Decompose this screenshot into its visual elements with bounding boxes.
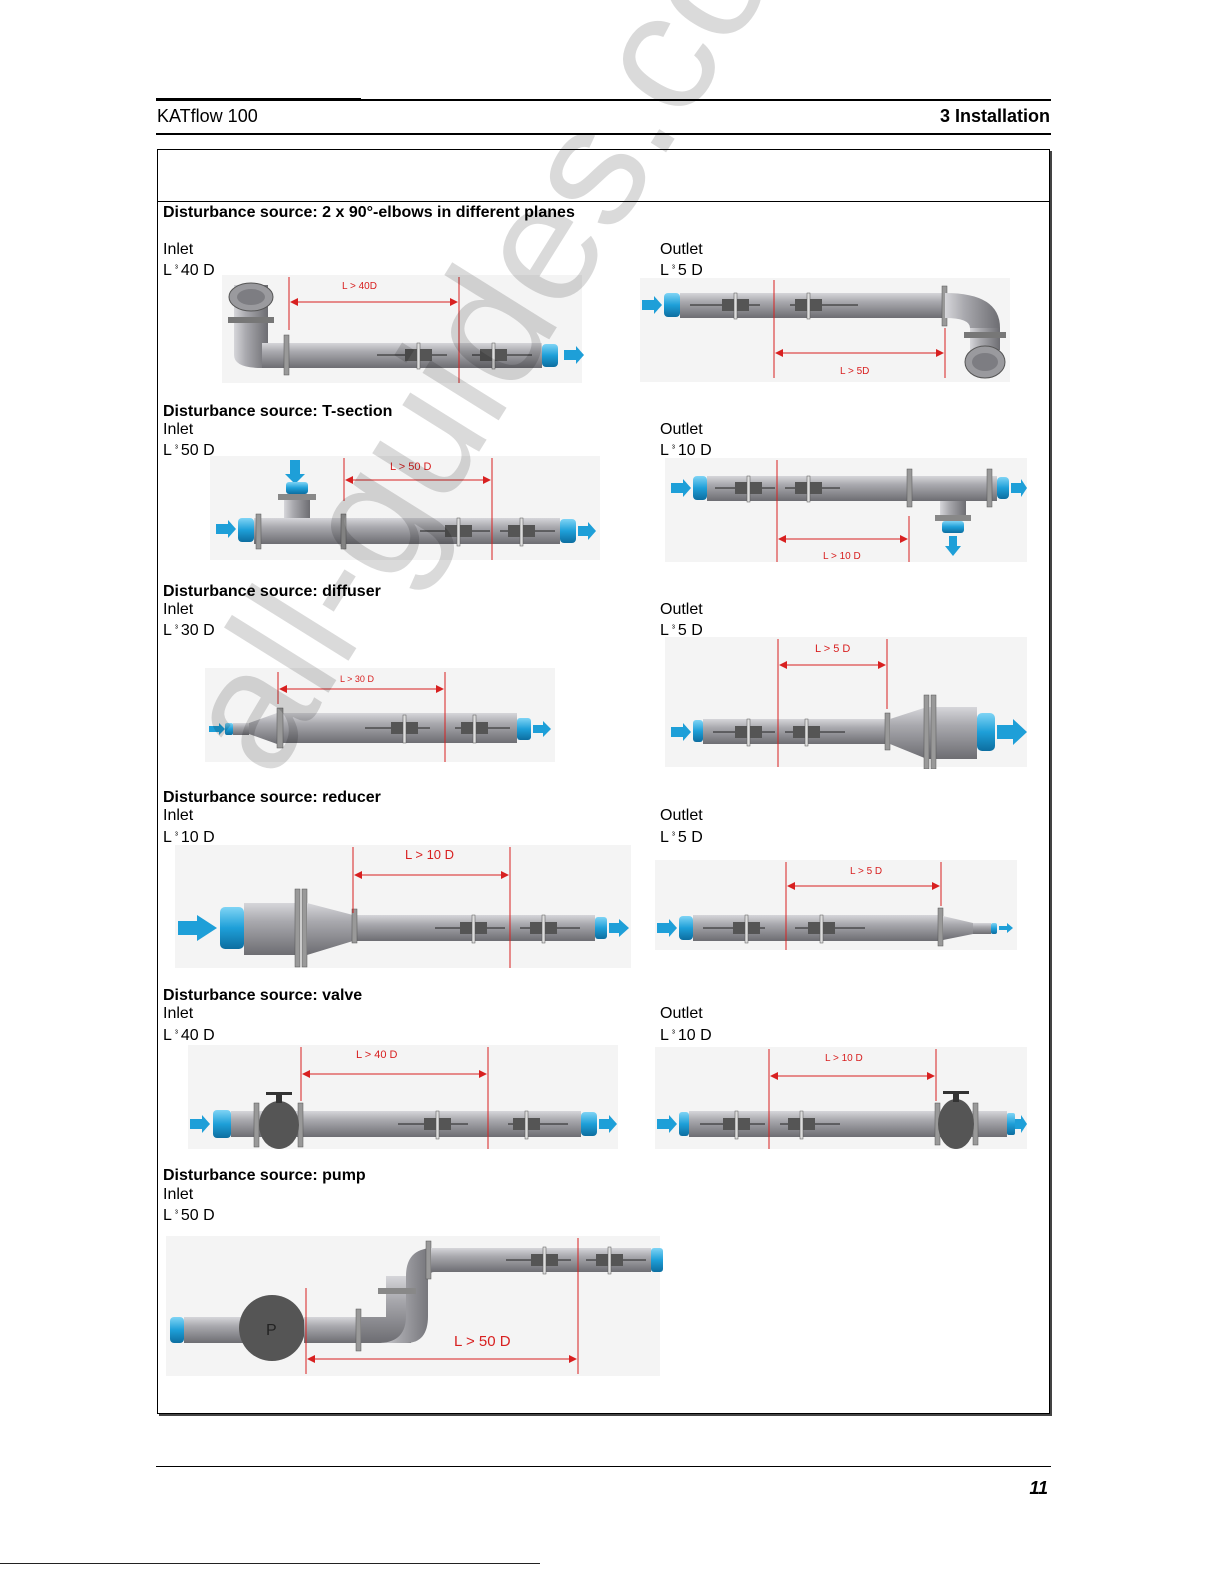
dim-label: L > 10 D	[405, 847, 454, 862]
elbow-outlet-diagram: L > 5D	[640, 278, 1010, 382]
page-number: 11	[1029, 1478, 1048, 1498]
bottom-rule	[0, 1563, 540, 1564]
inlet-label: Inlet	[163, 601, 194, 618]
elbow-inlet-diagram: L > 40D	[222, 275, 584, 383]
dim-label: L > 10 D	[823, 551, 861, 562]
dim-label: L > 10 D	[825, 1053, 863, 1064]
inlet-label: Inlet	[163, 241, 194, 258]
dim-label: L > 40 D	[356, 1049, 398, 1061]
footer-rule	[156, 1466, 1051, 1467]
outlet-label: Outlet	[660, 601, 703, 618]
pump-label: P	[266, 1322, 277, 1339]
section-title-tsection: Disturbance source: T-section	[163, 403, 393, 420]
dim-label: L > 5 D	[815, 643, 850, 655]
dim-label: L > 5 D	[850, 866, 882, 877]
section-title-elbows: Disturbance source: 2 x 90°-elbows in di…	[163, 204, 575, 221]
inlet-label: Inlet	[163, 807, 194, 824]
reducer-inlet-diagram: L > 10 D	[175, 845, 631, 968]
content-frame	[157, 149, 1050, 1414]
header-rule-top	[156, 99, 1051, 101]
dim-label: L > 50 D	[454, 1333, 511, 1350]
inlet-label: Inlet	[163, 421, 194, 438]
header-rule-thin	[156, 98, 361, 99]
dim-label: L > 30 D	[340, 674, 374, 684]
section-title-pump: Disturbance source: pump	[163, 1167, 366, 1184]
dim-label: L > 5D	[840, 366, 869, 377]
frame-separator	[157, 201, 1050, 202]
outlet-label: Outlet	[660, 241, 703, 258]
dim-label: L > 50 D	[390, 461, 432, 473]
section-title-valve: Disturbance source: valve	[163, 987, 363, 1004]
inlet-label: Inlet	[163, 1005, 194, 1022]
chapter-title: 3 Installation	[939, 106, 1050, 126]
dim-label: L > 40D	[342, 281, 377, 292]
outlet-label: Outlet	[660, 421, 703, 438]
doc-title: KATflow 100	[157, 106, 258, 126]
pump-inlet-diagram: P L > 50 D	[166, 1236, 663, 1376]
inlet-label: Inlet	[163, 1186, 194, 1203]
tsection-inlet-diagram: L > 50 D	[210, 456, 600, 560]
reducer-outlet-diagram: L > 5 D	[655, 860, 1017, 950]
outlet-label: Outlet	[660, 807, 703, 824]
section-title-diffuser: Disturbance source: diffuser	[163, 583, 381, 600]
section-title-reducer: Disturbance source: reducer	[163, 789, 381, 806]
diffuser-outlet-diagram: L > 5 D	[665, 637, 1027, 769]
diffuser-inlet-diagram: L > 30 D	[205, 668, 555, 762]
valve-inlet-diagram: L > 40 D	[188, 1045, 618, 1149]
valve-outlet-diagram: L > 10 D	[655, 1047, 1027, 1149]
header-rule-bottom	[156, 133, 1051, 135]
outlet-label: Outlet	[660, 1005, 703, 1022]
tsection-outlet-diagram: L > 10 D	[665, 458, 1027, 562]
